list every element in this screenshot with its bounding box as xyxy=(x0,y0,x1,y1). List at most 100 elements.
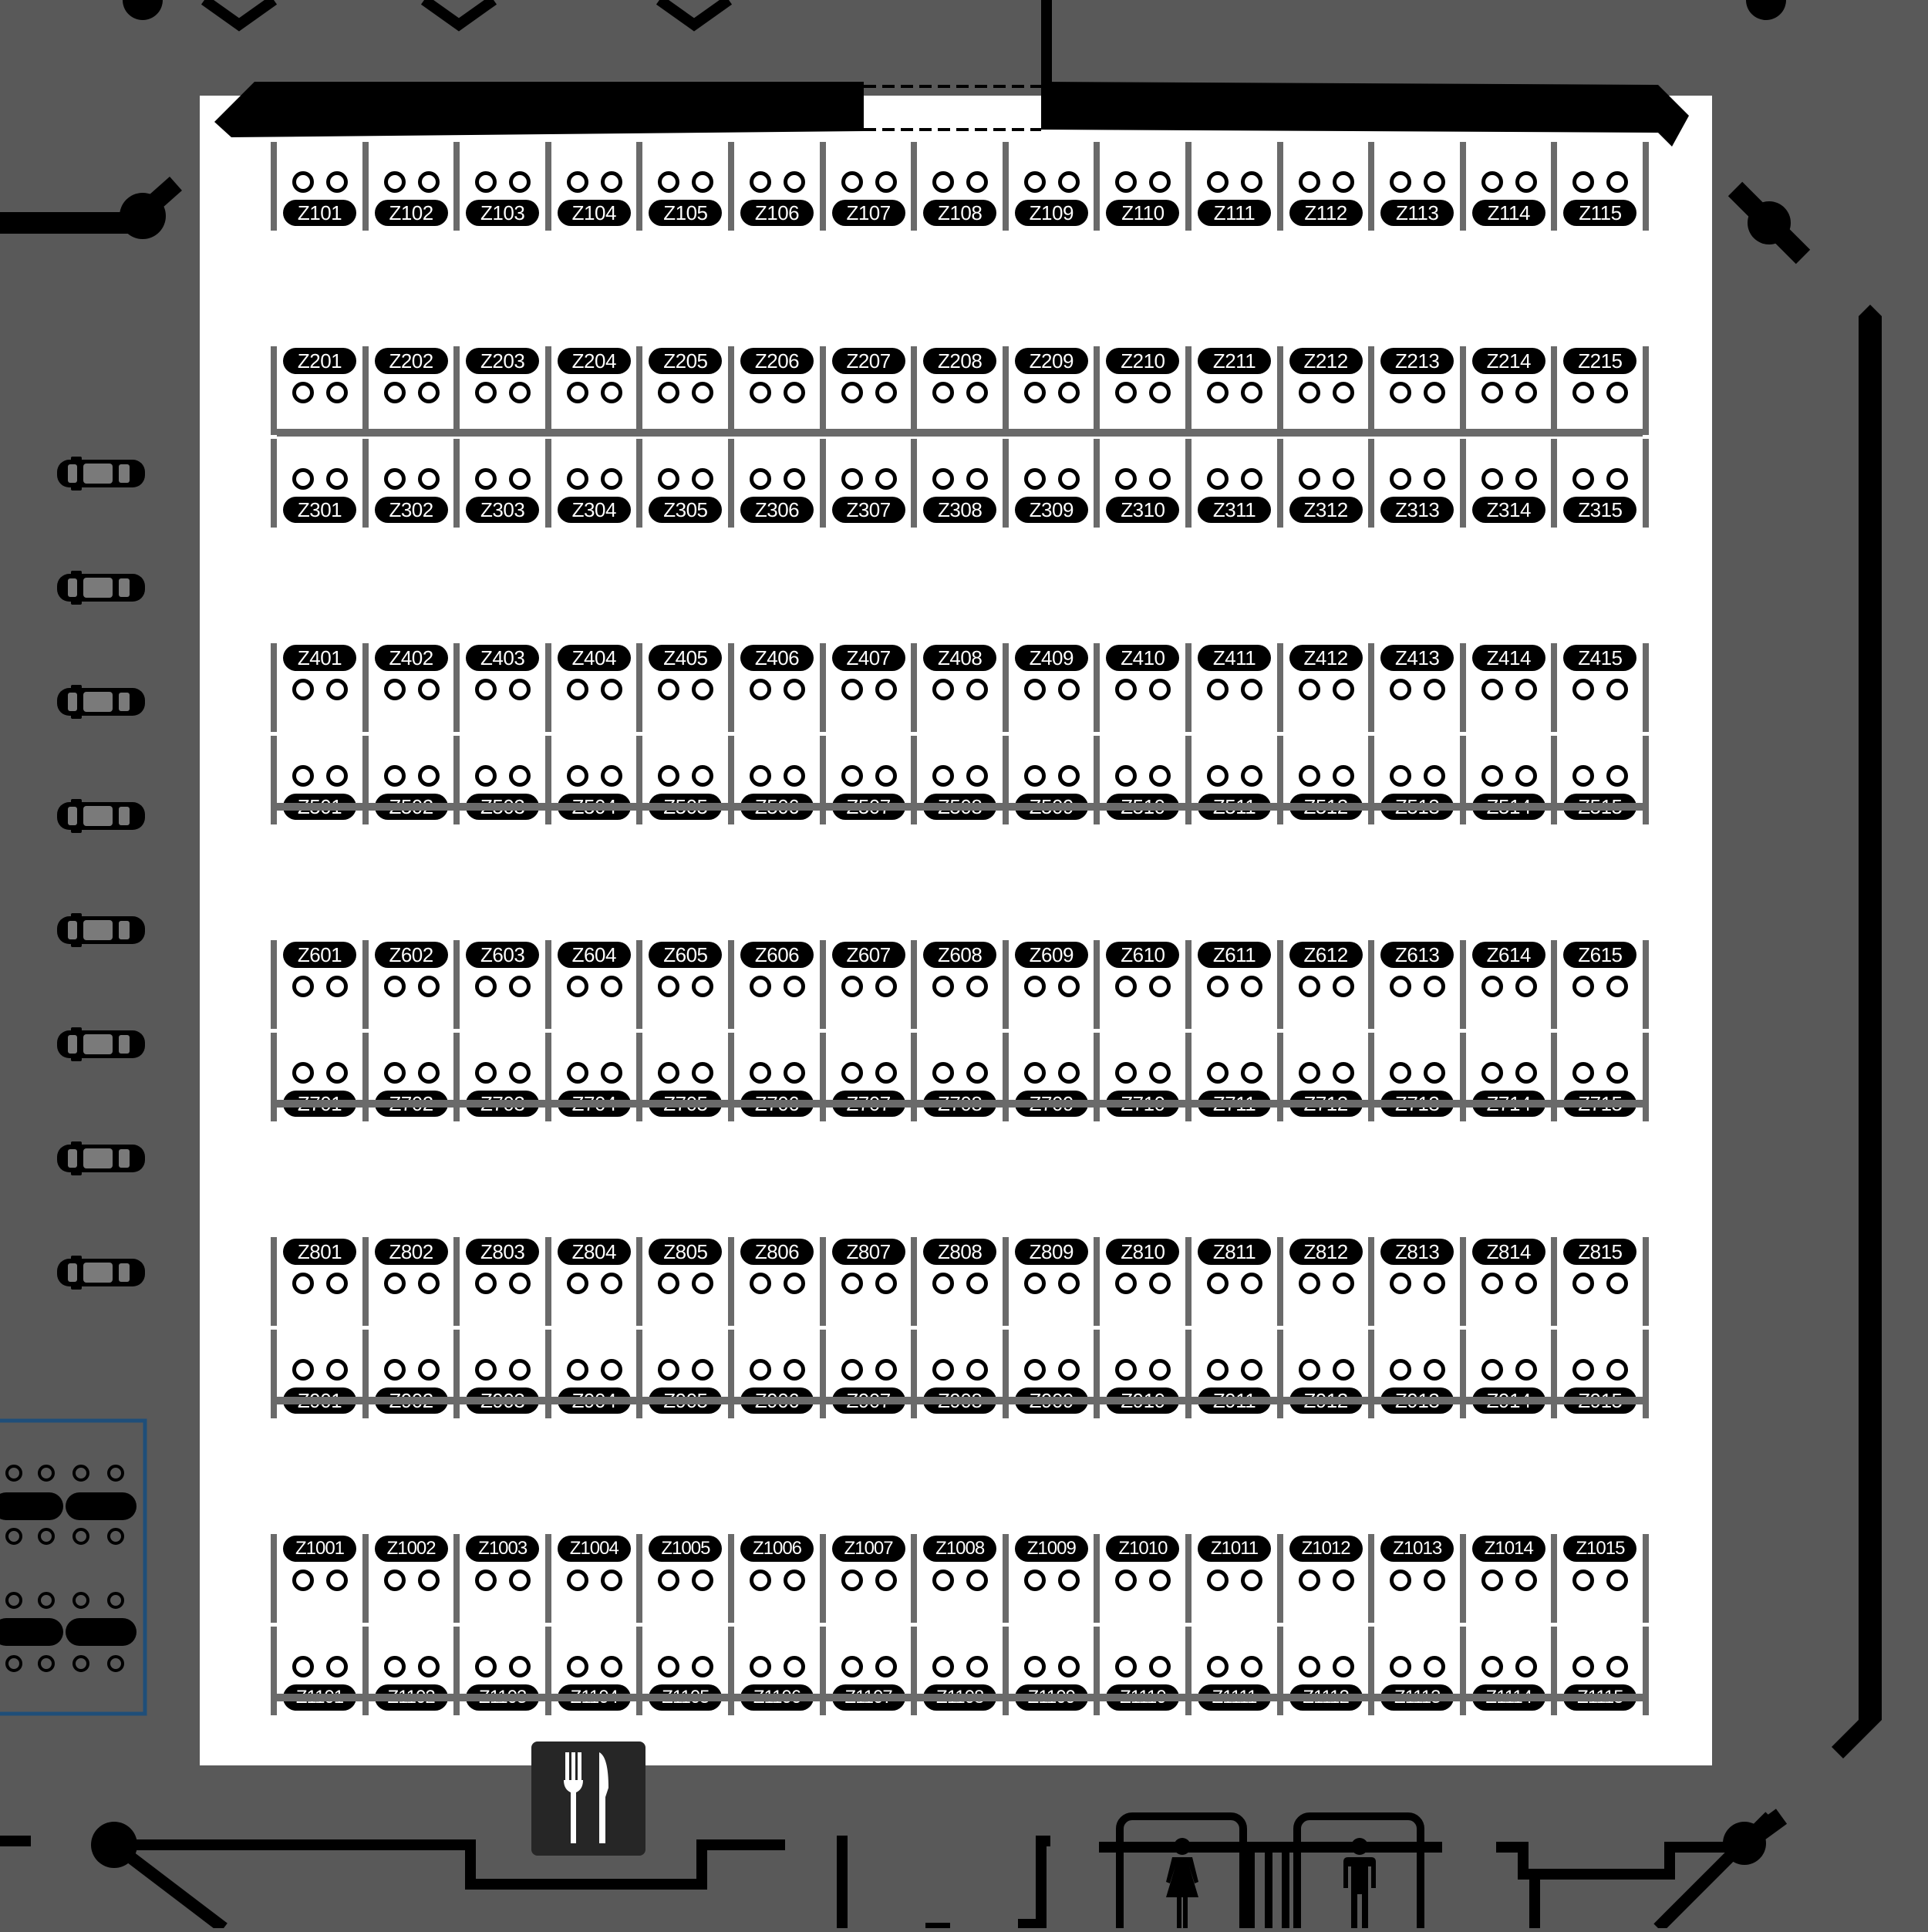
booth[interactable]: Z903 xyxy=(453,1330,546,1418)
booth[interactable]: Z405 xyxy=(636,643,729,732)
booth[interactable]: Z1002 xyxy=(362,1534,454,1623)
booth[interactable]: Z713 xyxy=(1368,1033,1461,1121)
booth[interactable]: Z1007 xyxy=(819,1534,912,1623)
booth[interactable]: Z711 xyxy=(1185,1033,1277,1121)
booth[interactable]: Z902 xyxy=(362,1330,454,1418)
booth[interactable]: Z806 xyxy=(728,1237,820,1326)
booth[interactable]: Z511 xyxy=(1185,736,1277,824)
booth[interactable]: Z306 xyxy=(728,439,820,528)
booth[interactable]: Z1111 xyxy=(1185,1627,1277,1715)
booth[interactable]: Z507 xyxy=(819,736,912,824)
booth[interactable]: Z1103 xyxy=(453,1627,546,1715)
booth[interactable]: Z407 xyxy=(819,643,912,732)
booth[interactable]: Z904 xyxy=(544,1330,637,1418)
booth[interactable]: Z502 xyxy=(362,736,454,824)
booth[interactable]: Z610 xyxy=(1094,940,1186,1029)
booth[interactable]: Z1006 xyxy=(728,1534,820,1623)
booth[interactable]: Z803 xyxy=(453,1237,546,1326)
booth[interactable]: Z106 xyxy=(728,142,820,231)
booth[interactable]: Z108 xyxy=(911,142,1003,231)
booth[interactable]: Z1113 xyxy=(1368,1627,1461,1715)
booth[interactable]: Z104 xyxy=(544,142,637,231)
booth[interactable]: Z1108 xyxy=(911,1627,1003,1715)
booth[interactable]: Z814 xyxy=(1459,1237,1552,1326)
booth[interactable]: Z1013 xyxy=(1368,1534,1461,1623)
booth[interactable]: Z510 xyxy=(1094,736,1186,824)
booth[interactable]: Z608 xyxy=(911,940,1003,1029)
booth[interactable]: Z107 xyxy=(819,142,912,231)
booth[interactable]: Z113 xyxy=(1368,142,1461,231)
booth[interactable]: Z914 xyxy=(1459,1330,1552,1418)
booth[interactable]: Z402 xyxy=(362,643,454,732)
booth[interactable]: Z614 xyxy=(1459,940,1552,1029)
booth[interactable]: Z811 xyxy=(1185,1237,1277,1326)
booth[interactable]: Z509 xyxy=(1002,736,1094,824)
booth[interactable]: Z1102 xyxy=(362,1627,454,1715)
booth[interactable]: Z503 xyxy=(453,736,546,824)
booth[interactable]: Z1104 xyxy=(544,1627,637,1715)
booth[interactable]: Z813 xyxy=(1368,1237,1461,1326)
booth[interactable]: Z203 xyxy=(453,346,546,435)
booth[interactable]: Z1008 xyxy=(911,1534,1003,1623)
booth[interactable]: Z1115 xyxy=(1551,1627,1650,1715)
womens-restroom[interactable] xyxy=(1155,1836,1209,1928)
booth[interactable]: Z412 xyxy=(1276,643,1369,732)
booth[interactable]: Z606 xyxy=(728,940,820,1029)
booth[interactable]: Z208 xyxy=(911,346,1003,435)
booth[interactable]: Z515 xyxy=(1551,736,1650,824)
booth[interactable]: Z704 xyxy=(544,1033,637,1121)
booth[interactable]: Z915 xyxy=(1551,1330,1650,1418)
booth[interactable]: Z709 xyxy=(1002,1033,1094,1121)
booth[interactable]: Z911 xyxy=(1185,1330,1277,1418)
booth[interactable]: Z605 xyxy=(636,940,729,1029)
booth[interactable]: Z602 xyxy=(362,940,454,1029)
booth[interactable]: Z102 xyxy=(362,142,454,231)
booth[interactable]: Z301 xyxy=(271,439,362,528)
booth[interactable]: Z105 xyxy=(636,142,729,231)
booth[interactable]: Z406 xyxy=(728,643,820,732)
booth[interactable]: Z1106 xyxy=(728,1627,820,1715)
booth[interactable]: Z205 xyxy=(636,346,729,435)
booth[interactable]: Z906 xyxy=(728,1330,820,1418)
booth[interactable]: Z311 xyxy=(1185,439,1277,528)
booth[interactable]: Z1003 xyxy=(453,1534,546,1623)
mens-restroom[interactable] xyxy=(1333,1836,1387,1928)
booth[interactable]: Z103 xyxy=(453,142,546,231)
booth[interactable]: Z715 xyxy=(1551,1033,1650,1121)
booth[interactable]: Z410 xyxy=(1094,643,1186,732)
booth[interactable]: Z1014 xyxy=(1459,1534,1552,1623)
booth[interactable]: Z601 xyxy=(271,940,362,1029)
booth[interactable]: Z908 xyxy=(911,1330,1003,1418)
booth[interactable]: Z307 xyxy=(819,439,912,528)
booth[interactable]: Z1105 xyxy=(636,1627,729,1715)
restaurant[interactable] xyxy=(531,1741,645,1856)
booth[interactable]: Z609 xyxy=(1002,940,1094,1029)
booth[interactable]: Z310 xyxy=(1094,439,1186,528)
booth[interactable]: Z901 xyxy=(271,1330,362,1418)
booth[interactable]: Z211 xyxy=(1185,346,1277,435)
booth[interactable]: Z512 xyxy=(1276,736,1369,824)
booth[interactable]: Z401 xyxy=(271,643,362,732)
booth[interactable]: Z705 xyxy=(636,1033,729,1121)
booth[interactable]: Z212 xyxy=(1276,346,1369,435)
booth[interactable]: Z207 xyxy=(819,346,912,435)
booth[interactable]: Z414 xyxy=(1459,643,1552,732)
booth[interactable]: Z909 xyxy=(1002,1330,1094,1418)
booth[interactable]: Z1004 xyxy=(544,1534,637,1623)
booth[interactable]: Z215 xyxy=(1551,346,1650,435)
booth[interactable]: Z109 xyxy=(1002,142,1094,231)
booth[interactable]: Z703 xyxy=(453,1033,546,1121)
booth[interactable]: Z905 xyxy=(636,1330,729,1418)
booth[interactable]: Z802 xyxy=(362,1237,454,1326)
booth[interactable]: Z115 xyxy=(1551,142,1650,231)
booth[interactable]: Z110 xyxy=(1094,142,1186,231)
booth[interactable]: Z710 xyxy=(1094,1033,1186,1121)
booth[interactable]: Z506 xyxy=(728,736,820,824)
booth[interactable]: Z202 xyxy=(362,346,454,435)
booth[interactable]: Z111 xyxy=(1185,142,1277,231)
booth[interactable]: Z1114 xyxy=(1459,1627,1552,1715)
booth[interactable]: Z1001 xyxy=(271,1534,362,1623)
booth[interactable]: Z210 xyxy=(1094,346,1186,435)
booth[interactable]: Z415 xyxy=(1551,643,1650,732)
booth[interactable]: Z1112 xyxy=(1276,1627,1369,1715)
